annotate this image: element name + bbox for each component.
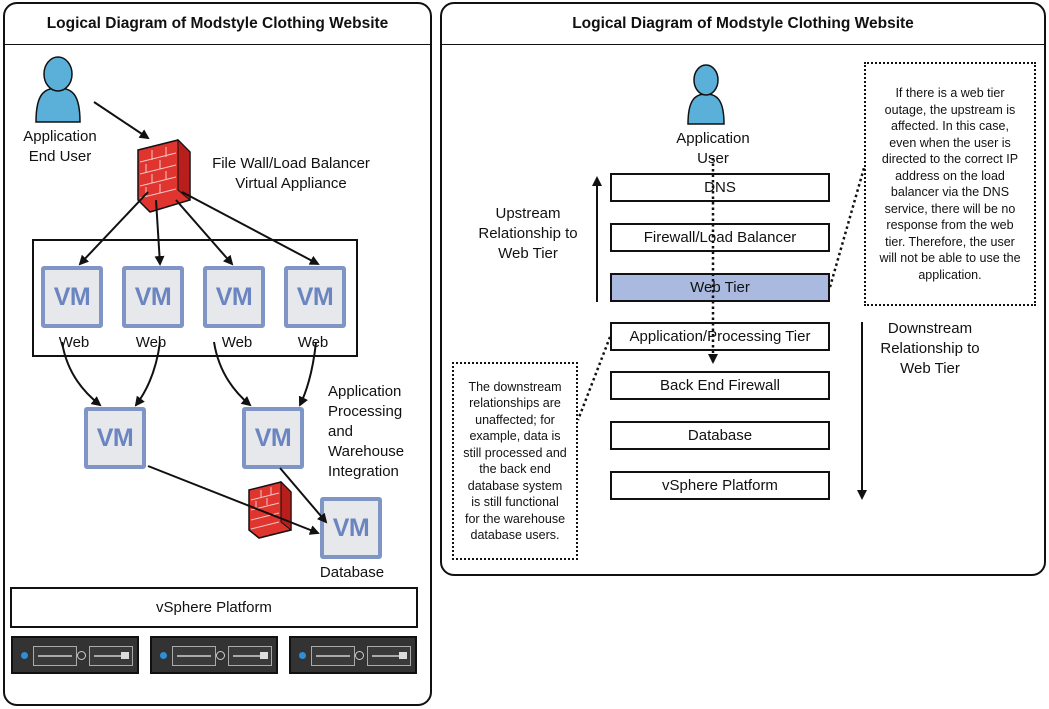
web-vm-4: VM bbox=[284, 266, 346, 328]
server-1-bay-a bbox=[33, 646, 77, 666]
web-label-1: Web bbox=[58, 334, 90, 351]
server-3-bay-b bbox=[367, 646, 411, 666]
firewall-label: File Wall/Load Balancer Virtual Applianc… bbox=[212, 155, 370, 192]
server-1-tab bbox=[121, 652, 129, 659]
left-platform-label: vSphere Platform bbox=[156, 599, 272, 616]
server-1-knob bbox=[77, 651, 86, 660]
app-vm-2: VM bbox=[242, 407, 304, 469]
upstream-note: If there is a web tier outage, the upstr… bbox=[864, 62, 1036, 306]
server-3 bbox=[289, 636, 417, 674]
tier-back-end-firewall: Back End Firewall bbox=[610, 371, 830, 400]
web-vm-3: VM bbox=[203, 266, 265, 328]
app-label: Application Processing and Warehouse Int… bbox=[328, 383, 405, 480]
server-2-tab bbox=[260, 652, 268, 659]
tier-firewall-load-balancer: Firewall/Load Balancer bbox=[610, 223, 830, 252]
server-2-bay-a bbox=[172, 646, 216, 666]
server-3-light bbox=[299, 652, 306, 659]
web-label-2: Web bbox=[135, 334, 167, 351]
tier-web: Web Tier bbox=[610, 273, 830, 302]
db-label: Database bbox=[319, 564, 385, 581]
server-1-light bbox=[21, 652, 28, 659]
right-panel-title: Logical Diagram of Modstyle Clothing Web… bbox=[442, 4, 1044, 45]
upstream-label: Upstream Relationship to Web Tier bbox=[478, 205, 578, 262]
downstream-label: Downstream Relationship to Web Tier bbox=[880, 320, 980, 377]
tier-dns: DNS bbox=[610, 173, 830, 202]
server-3-tab bbox=[399, 652, 407, 659]
web-label-3: Web bbox=[221, 334, 253, 351]
server-3-bay-a bbox=[311, 646, 355, 666]
left-platform-box: vSphere Platform bbox=[10, 587, 418, 628]
server-3-knob bbox=[355, 651, 364, 660]
tier-vsphere-platform: vSphere Platform bbox=[610, 471, 830, 500]
server-1 bbox=[11, 636, 139, 674]
app-vm-1: VM bbox=[84, 407, 146, 469]
tier-application-processing: Application/Processing Tier bbox=[610, 322, 830, 351]
web-vm-2: VM bbox=[122, 266, 184, 328]
left-user-label: Application End User bbox=[23, 128, 97, 165]
web-label-4: Web bbox=[297, 334, 329, 351]
left-panel-title: Logical Diagram of Modstyle Clothing Web… bbox=[5, 4, 430, 45]
server-2-knob bbox=[216, 651, 225, 660]
right-user-label: Application User bbox=[676, 130, 750, 167]
server-1-bay-b bbox=[89, 646, 133, 666]
server-2-bay-b bbox=[228, 646, 272, 666]
db-vm: VM bbox=[320, 497, 382, 559]
server-2 bbox=[150, 636, 278, 674]
tier-database: Database bbox=[610, 421, 830, 450]
downstream-note: The downstream relationships are unaffec… bbox=[452, 362, 578, 560]
web-vm-1: VM bbox=[41, 266, 103, 328]
server-2-light bbox=[160, 652, 167, 659]
